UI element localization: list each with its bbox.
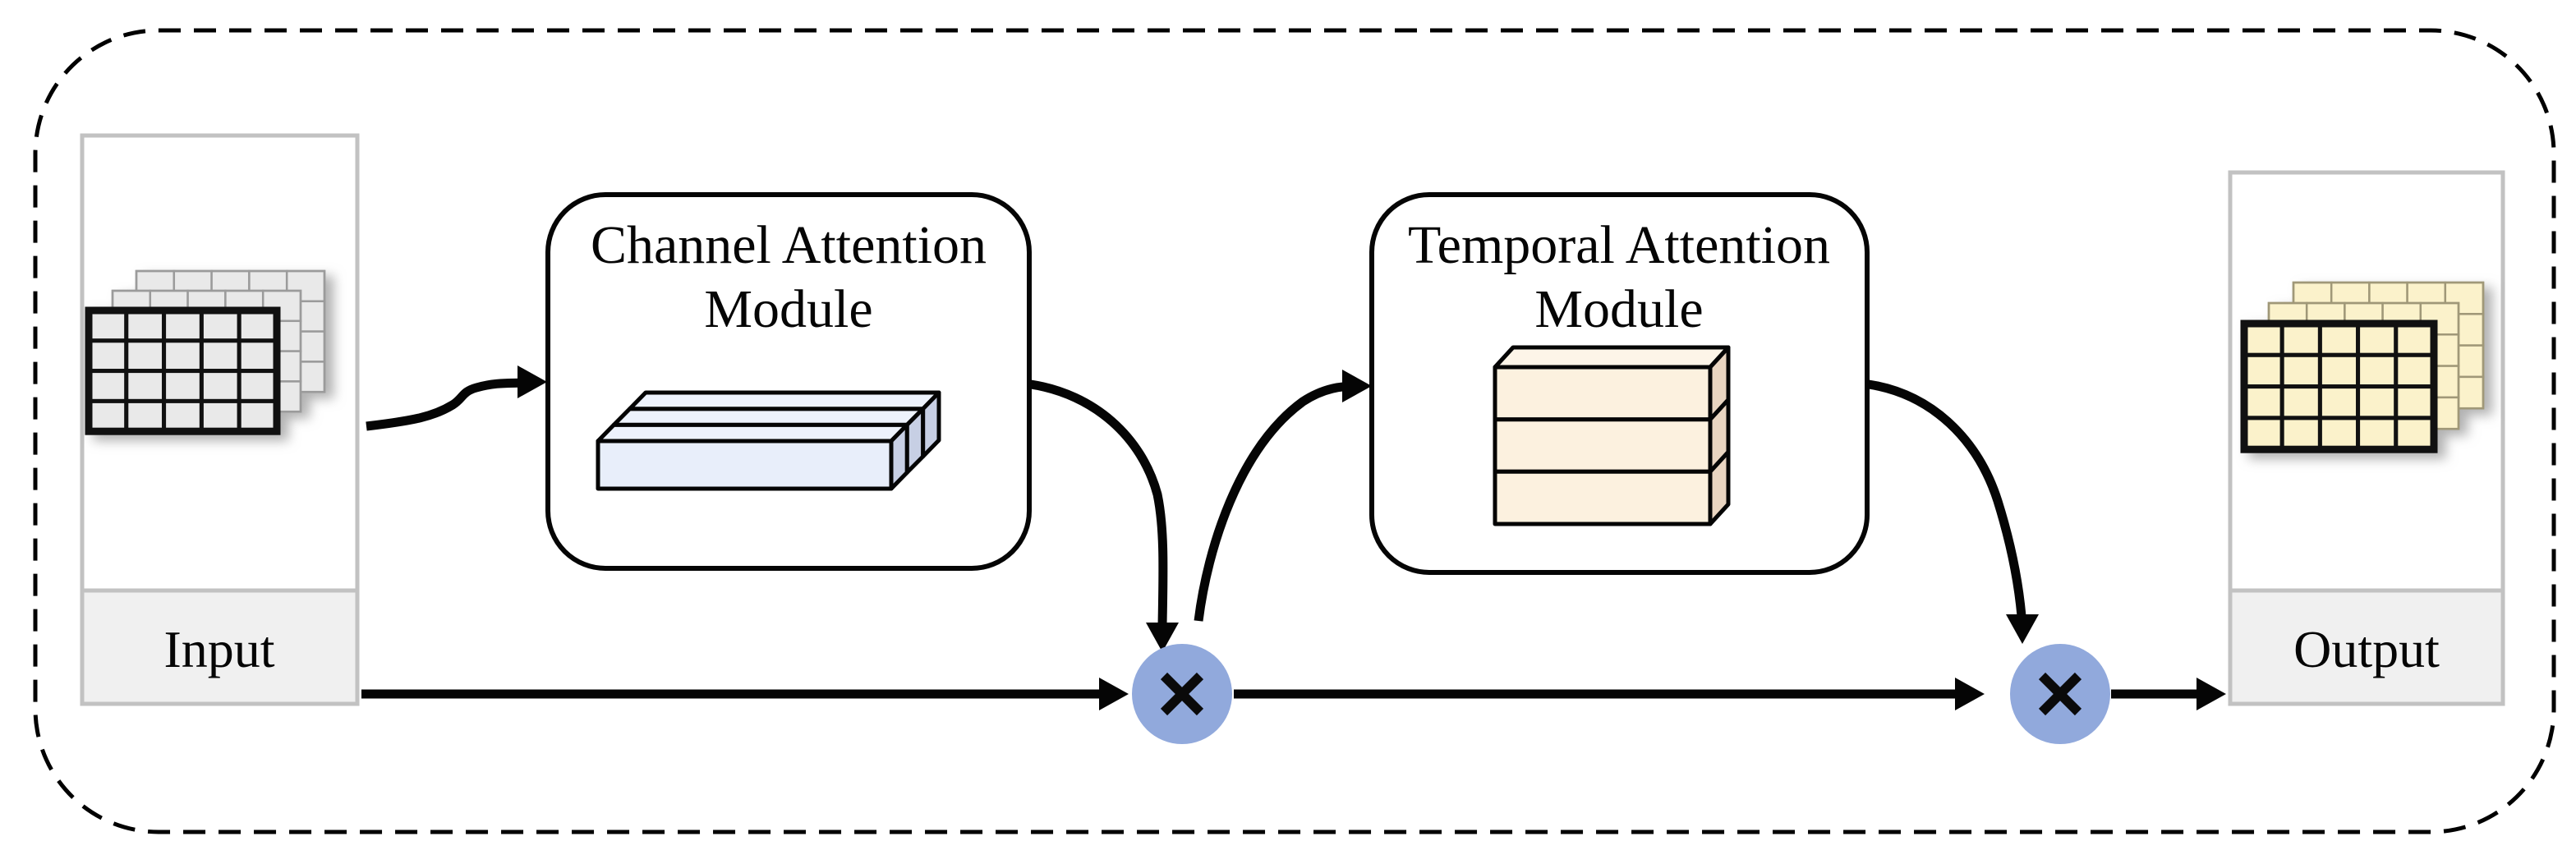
arrow-multiply1-to-temporal	[1194, 381, 1358, 622]
arrowhead-into-multiply2	[1955, 678, 1985, 710]
temporal-stack-icon	[1493, 345, 1731, 526]
temporal-attention-module: Temporal Attention Module	[1369, 192, 1870, 575]
arrowhead-into-multiply1	[1099, 678, 1129, 710]
multiply-icon	[1160, 672, 1204, 716]
temporal-stack-top-face	[1493, 345, 1731, 370]
flow-arrows	[366, 365, 2039, 652]
output-panel: Output	[2228, 170, 2505, 706]
temporal-stack-front-slab	[1493, 365, 1713, 422]
temporal-module-title-line2: Module	[1534, 279, 1703, 339]
temporal-stack-front-slab	[1493, 469, 1713, 526]
channel-slab-top-strip	[611, 407, 926, 427]
input-panel: Input	[80, 133, 360, 706]
channel-slab-top-strip	[628, 390, 941, 411]
skip-connection-line	[361, 678, 2226, 710]
arrow-channel-to-multiply1	[1030, 379, 1168, 627]
input-label: Input	[163, 620, 274, 678]
channel-attention-module: Channel Attention Module	[545, 192, 1032, 571]
dashed-outer-border	[33, 28, 2556, 834]
output-label: Output	[2293, 620, 2440, 678]
arrowhead-into-output	[2196, 678, 2226, 710]
temporal-stack-front-slab	[1493, 417, 1713, 474]
output-feature-maps	[2240, 281, 2485, 453]
channel-slab-side-face	[921, 390, 941, 459]
channel-module-title-line1: Channel Attention	[591, 215, 987, 275]
channel-slab-front-face	[596, 439, 894, 491]
input-feature-map-layer	[85, 306, 281, 435]
channel-slab-icon	[596, 390, 941, 491]
arrow-temporal-to-multiply2	[1868, 379, 2026, 617]
multiply-node-2	[2010, 644, 2110, 744]
arrowhead-into-temporal	[1342, 370, 1372, 402]
arrowhead-temporal-down	[2006, 614, 2039, 644]
channel-slab-top-strip	[596, 422, 909, 443]
output-feature-map-layer	[2240, 319, 2438, 453]
input-feature-maps	[85, 269, 326, 435]
temporal-module-title-line1: Temporal Attention	[1408, 215, 1830, 275]
multiply-icon	[2038, 672, 2082, 716]
multiply-node-1	[1132, 644, 1232, 744]
input-label-band	[80, 588, 360, 706]
arrow-input-to-channel	[366, 378, 527, 431]
arrowhead-into-channel	[518, 365, 547, 398]
arrowhead-channel-down	[1146, 623, 1179, 652]
output-label-band	[2228, 588, 2505, 706]
channel-module-title-line2: Module	[704, 279, 872, 339]
